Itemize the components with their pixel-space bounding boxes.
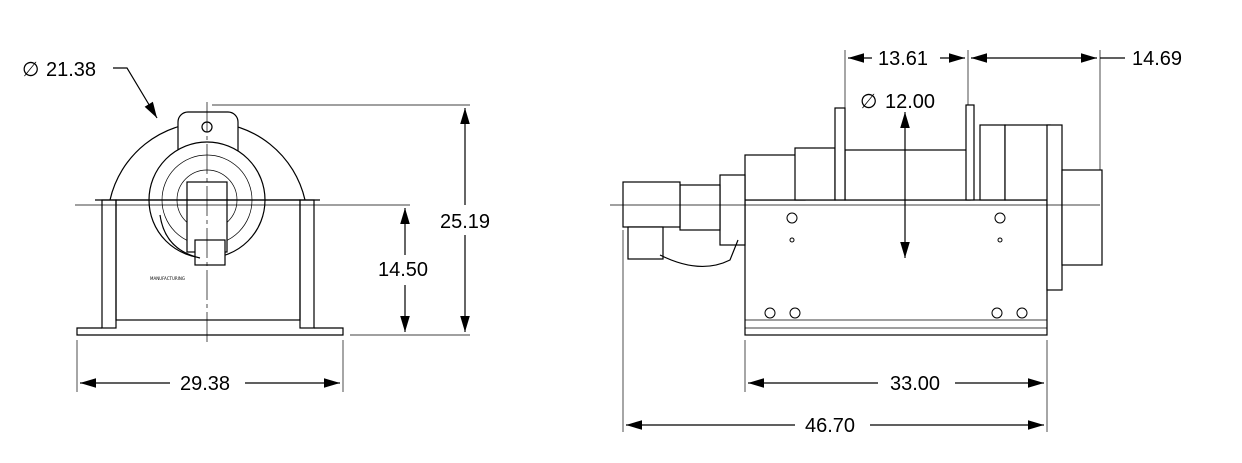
svg-text:MANUFACTURING: MANUFACTURING [150, 276, 185, 281]
dim-center-height: 14.50 [378, 259, 428, 281]
side-view: 13.61 14.69 ∅ 12.00 33.00 46.70 [610, 48, 1182, 437]
diameter-symbol: ∅ [22, 59, 39, 81]
dim-overall-height: 25.19 [440, 211, 490, 233]
dim-drum-diameter: 21.38 [46, 59, 96, 81]
drum-barrel [844, 149, 971, 201]
dim-drum-length: 13.61 [878, 48, 928, 70]
dim-motor-offset: 14.69 [1132, 48, 1182, 70]
dim-overall-length: 46.70 [805, 415, 855, 437]
dim-barrel-diameter: 12.00 [885, 91, 935, 113]
dim-frame-length: 33.00 [890, 373, 940, 395]
diameter-symbol: ∅ [860, 91, 877, 113]
front-view: MANUFACTURING 29.38 14.50 25.19 ∅ 21.38 [22, 59, 490, 395]
dim-base-width: 29.38 [180, 373, 230, 395]
